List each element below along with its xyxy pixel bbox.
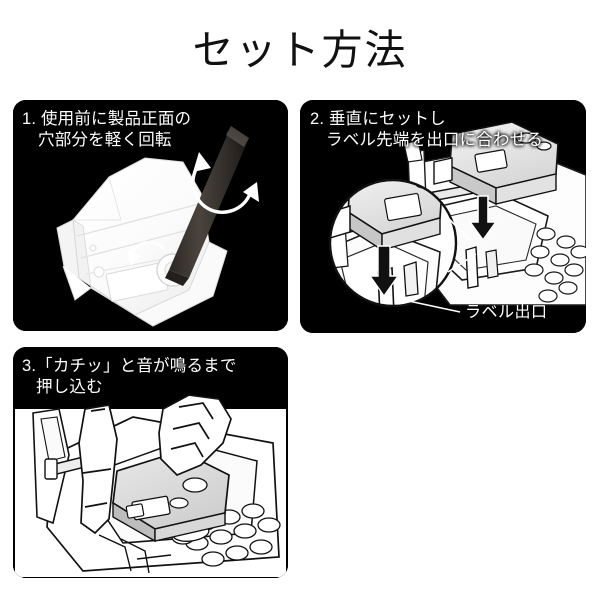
cassette-step3 — [112, 450, 230, 543]
step-2-illustration — [300, 100, 586, 333]
step-panel-1: 1. 使用前に製品正面の 穴部分を軽く回転 — [13, 100, 288, 331]
label-exit-leader-line — [403, 299, 461, 313]
printer-keypad — [524, 227, 586, 303]
step-panel-2: 2. 垂直にセットし ラベル先端を出口に合わせる ラベル出口 — [300, 100, 586, 333]
label-tip — [433, 157, 453, 185]
magnifier-inset — [328, 178, 458, 308]
front-frame-detail — [98, 534, 172, 574]
hand-right — [158, 394, 232, 477]
step-3-illustration — [13, 347, 288, 578]
cassette-main-view — [433, 121, 559, 206]
magnifier-leader-lines — [441, 211, 477, 273]
step-panel-3: 3.「カチッ」と音が鳴るまで 押し込む — [13, 347, 288, 578]
hand-left — [78, 404, 118, 535]
label-exit-slot — [465, 246, 479, 289]
insertion-arrow-main — [468, 195, 498, 242]
page-title: セット方法 — [192, 27, 408, 73]
step-1-illustration — [13, 100, 288, 331]
